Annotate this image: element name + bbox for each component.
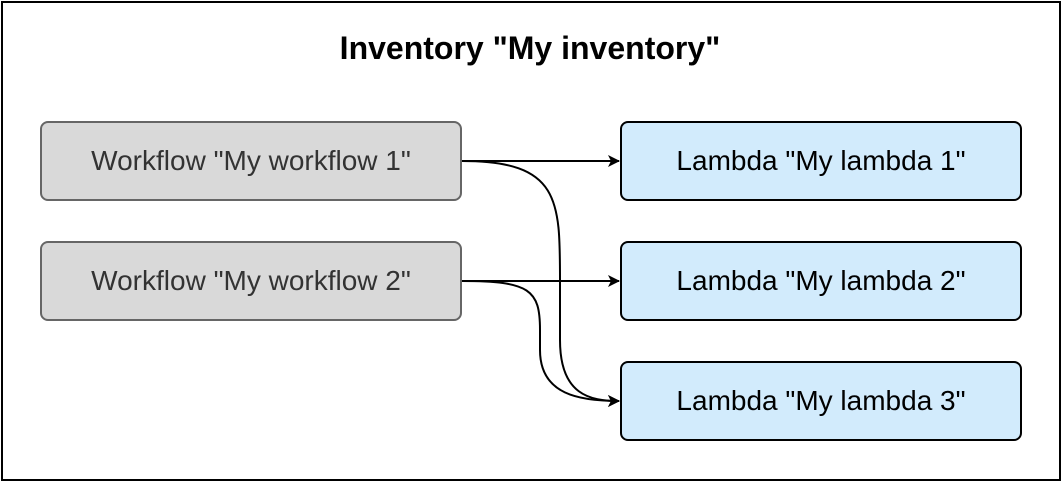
diagram-title: Inventory "My inventory" <box>339 30 721 66</box>
lambda-node-3[interactable]: Lambda "My lambda 3" <box>620 361 1022 441</box>
lambda-node-2[interactable]: Lambda "My lambda 2" <box>620 241 1022 321</box>
workflow-node-1[interactable]: Workflow "My workflow 1" <box>40 121 462 201</box>
lambda-node-1[interactable]: Lambda "My lambda 1" <box>620 121 1022 201</box>
workflow-node-2[interactable]: Workflow "My workflow 2" <box>40 241 462 321</box>
